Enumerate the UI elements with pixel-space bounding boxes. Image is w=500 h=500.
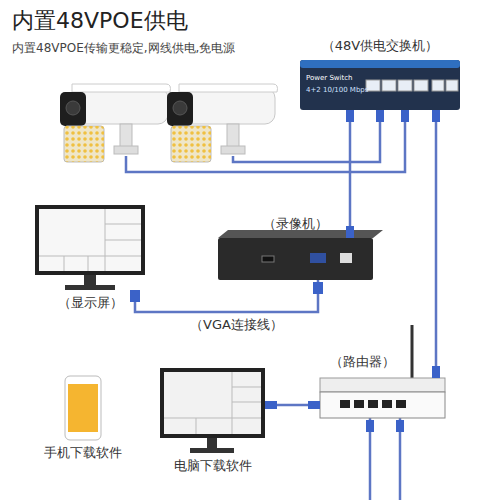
cable-plug bbox=[376, 110, 384, 122]
nvr-body bbox=[218, 238, 373, 280]
network-cable bbox=[135, 280, 318, 312]
monitor-stand bbox=[207, 438, 217, 448]
camera-face bbox=[167, 92, 193, 126]
cable-plug bbox=[346, 226, 354, 238]
router-box: （路由器） bbox=[320, 378, 445, 418]
ethernet-port bbox=[432, 80, 444, 91]
cable-plug bbox=[432, 110, 440, 122]
monitor-stand bbox=[84, 275, 96, 285]
monitor-bezel bbox=[160, 368, 265, 438]
monitor-screen bbox=[164, 372, 261, 434]
ethernet-port bbox=[414, 80, 428, 91]
device-heading: （显示屏） bbox=[58, 295, 123, 311]
switch-box: （48V供电交换机）Power Switch4+2 10/100 Mbps bbox=[300, 60, 460, 110]
camera-illustration bbox=[167, 84, 278, 162]
network-cable bbox=[435, 110, 438, 378]
cable-plug bbox=[396, 420, 404, 432]
pc-box: 电脑下载软件 bbox=[160, 368, 265, 453]
network-cable bbox=[349, 110, 352, 238]
monitor-screen bbox=[39, 209, 141, 271]
camera-lens bbox=[173, 101, 187, 115]
monitor-box: （显示屏） bbox=[35, 205, 145, 290]
phone-body bbox=[65, 376, 101, 440]
screen-grid bbox=[39, 209, 141, 271]
monitor-base bbox=[190, 448, 234, 453]
ethernet-port bbox=[354, 400, 364, 408]
camera-shield bbox=[179, 84, 278, 92]
lan-port bbox=[340, 253, 352, 263]
phone-screen bbox=[68, 384, 98, 432]
ir-leds bbox=[171, 126, 211, 162]
monitor-base bbox=[65, 285, 115, 290]
camera-illustration bbox=[60, 84, 171, 162]
switch-illustration bbox=[300, 60, 460, 122]
device-print: Power Switch bbox=[306, 74, 353, 82]
cable-plug bbox=[401, 110, 409, 122]
vga-port bbox=[310, 253, 326, 263]
ethernet-port bbox=[396, 400, 406, 408]
monitor-illustration bbox=[35, 205, 145, 302]
phone-box: 手机下载软件 bbox=[65, 376, 101, 440]
ethernet-port bbox=[398, 80, 412, 91]
cable-plug bbox=[432, 366, 440, 378]
camera-body bbox=[76, 88, 168, 124]
ir-panel bbox=[64, 126, 104, 162]
router-illustration bbox=[308, 325, 445, 432]
device-heading: （录像机） bbox=[263, 216, 328, 232]
camera-lens bbox=[66, 101, 80, 115]
ethernet-port bbox=[382, 80, 396, 91]
ir-leds bbox=[64, 126, 104, 162]
switch-top bbox=[300, 60, 460, 68]
nvr-box: （录像机） bbox=[218, 238, 373, 280]
ethernet-port bbox=[340, 400, 350, 408]
router-top bbox=[320, 378, 445, 392]
phone-illustration bbox=[65, 376, 101, 440]
camera-shield bbox=[72, 84, 171, 92]
router-antenna bbox=[411, 325, 414, 378]
camera-body bbox=[183, 88, 275, 124]
cable-plug bbox=[308, 401, 320, 409]
hdmi-port bbox=[262, 256, 274, 262]
cable-plug bbox=[265, 401, 277, 409]
device-heading: （路由器） bbox=[330, 354, 395, 370]
ethernet-port bbox=[382, 400, 392, 408]
pc-illustration bbox=[160, 368, 277, 453]
vga-plug bbox=[130, 290, 140, 302]
ir-panel bbox=[171, 126, 211, 162]
ethernet-port bbox=[446, 80, 458, 91]
ethernet-port bbox=[368, 400, 378, 408]
device-print: 4+2 10/100 Mbps bbox=[306, 86, 368, 94]
monitor-bezel bbox=[35, 205, 145, 275]
vga-plug bbox=[313, 282, 323, 294]
camera-bracket bbox=[221, 146, 245, 154]
cable-label: （VGA连接线） bbox=[190, 316, 283, 334]
page-title: 内置48VPOE供电 bbox=[12, 6, 188, 36]
screen-grid bbox=[164, 372, 261, 434]
cable-plug bbox=[366, 420, 374, 432]
camera-bracket bbox=[114, 146, 138, 154]
cable-plug bbox=[346, 110, 354, 122]
router-front bbox=[320, 392, 445, 418]
camera-face bbox=[60, 92, 86, 126]
nvr-illustration bbox=[218, 226, 383, 294]
device-heading: 电脑下载软件 bbox=[174, 458, 252, 474]
device-heading: 手机下载软件 bbox=[44, 445, 122, 461]
subtitle-note: 内置48VPOE传输更稳定,网线供电,免电源 bbox=[12, 40, 235, 57]
device-heading: （48V供电交换机） bbox=[322, 38, 438, 54]
switch-body bbox=[300, 60, 460, 110]
